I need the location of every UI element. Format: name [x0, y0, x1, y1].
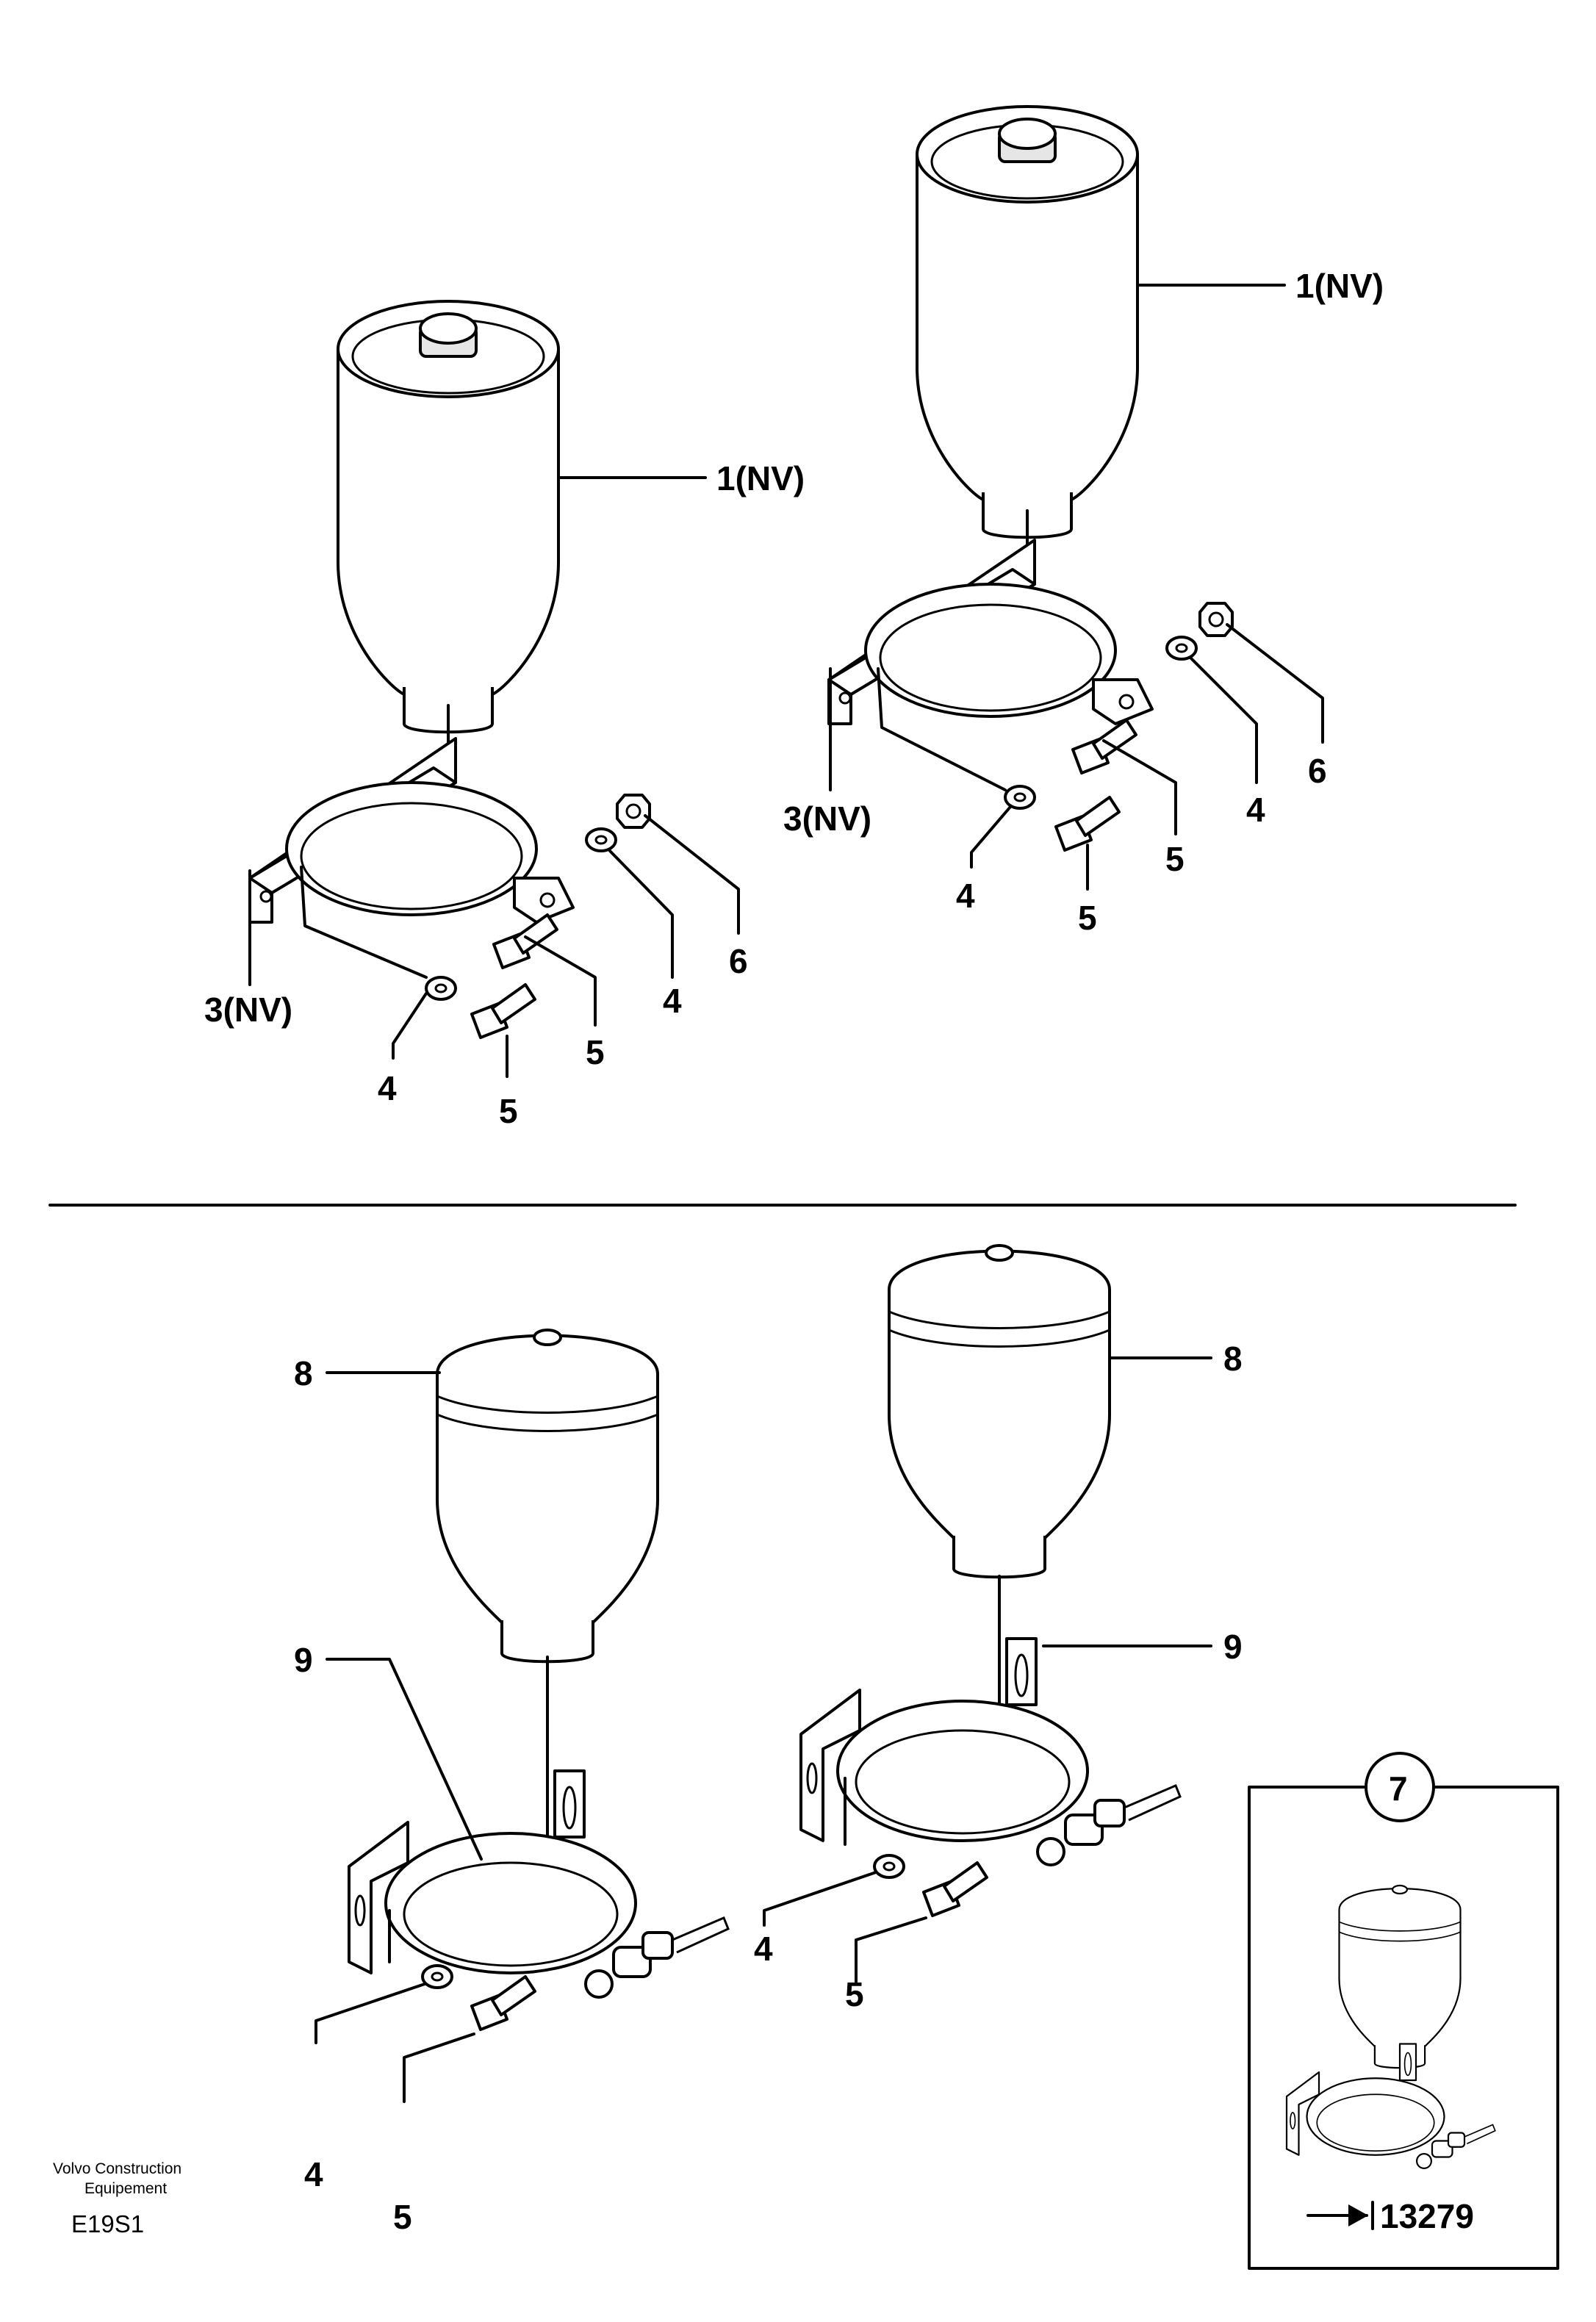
label-6-left: 6	[729, 942, 748, 980]
brand-line-2: Equipement	[85, 2180, 167, 2197]
leaders-top-right	[829, 284, 1324, 891]
bolt-5-right-b	[1071, 719, 1137, 774]
washer-4-right-a	[1004, 785, 1036, 810]
leaders-top-left	[248, 476, 740, 1078]
bracket-9-right	[799, 1637, 1182, 1866]
label-4-right-b: 4	[1246, 791, 1265, 829]
label-1-left: 1(NV)	[716, 459, 805, 497]
label-8-left: 8	[294, 1354, 313, 1392]
label-9-left: 9	[294, 1641, 313, 1679]
callout-circle-7	[1365, 1752, 1435, 1822]
bolt-5-left-a	[470, 983, 536, 1039]
bracket-9-left	[348, 1769, 730, 1999]
bracket-3-right	[827, 539, 1154, 725]
bracket-3-left	[248, 737, 575, 924]
label-5-right-b: 5	[1165, 840, 1185, 878]
label-8-right: 8	[1223, 1340, 1243, 1378]
reservoir-1-right	[916, 105, 1139, 539]
washer-4-bottom-right	[873, 1854, 905, 1879]
label-5-bottom-right: 5	[845, 1975, 864, 2013]
reservoir-1-left	[337, 300, 560, 734]
label-5-bottom-left: 5	[393, 2198, 412, 2236]
label-3-left: 3(NV)	[204, 991, 292, 1029]
leaders-bottom-right	[763, 1356, 1212, 1985]
label-5-left-a: 5	[499, 1092, 518, 1130]
brand-line-1: Volvo Construction	[53, 2160, 181, 2177]
accumulator-8-left	[436, 1329, 659, 1664]
washer-4-bottom-left	[421, 1964, 453, 1989]
label-4-bottom-left: 4	[304, 2155, 323, 2193]
inset-box-7: 7 13279	[1248, 1752, 1559, 2270]
leaders-bottom-left	[314, 1371, 483, 2103]
label-3-right: 3(NV)	[783, 799, 871, 838]
label-4-left-a: 4	[378, 1069, 397, 1107]
washer-4-left-a	[425, 976, 457, 1001]
washer-4-right-b	[1165, 636, 1198, 661]
label-4-bottom-right: 4	[754, 1930, 773, 1968]
label-9-right: 9	[1223, 1628, 1243, 1666]
inset-reference: 13279	[1380, 2197, 1474, 2235]
accumulator-8-right	[888, 1244, 1111, 1579]
label-4-left-b: 4	[663, 982, 682, 1020]
label-1-right: 1(NV)	[1295, 267, 1384, 305]
bolt-5-left-b	[492, 913, 558, 969]
nut-6-left	[616, 794, 651, 829]
washer-4-left-b	[585, 827, 617, 852]
bolt-5-bottom-right	[922, 1861, 988, 1917]
drawing-code: E19S1	[71, 2210, 144, 2237]
label-6-right: 6	[1308, 752, 1327, 790]
nut-6-right	[1198, 602, 1234, 637]
inset-accumulator-icon	[1338, 1884, 1462, 2069]
label-5-left-b: 5	[586, 1033, 605, 1071]
bolt-5-right-a	[1054, 796, 1121, 852]
label-4-right-a: 4	[956, 877, 975, 915]
arrow-to-bar-icon	[1306, 2201, 1374, 2230]
label-5-right-a: 5	[1078, 899, 1097, 937]
label-7: 7	[1389, 1769, 1408, 1808]
bolt-5-bottom-left	[470, 1975, 536, 2031]
